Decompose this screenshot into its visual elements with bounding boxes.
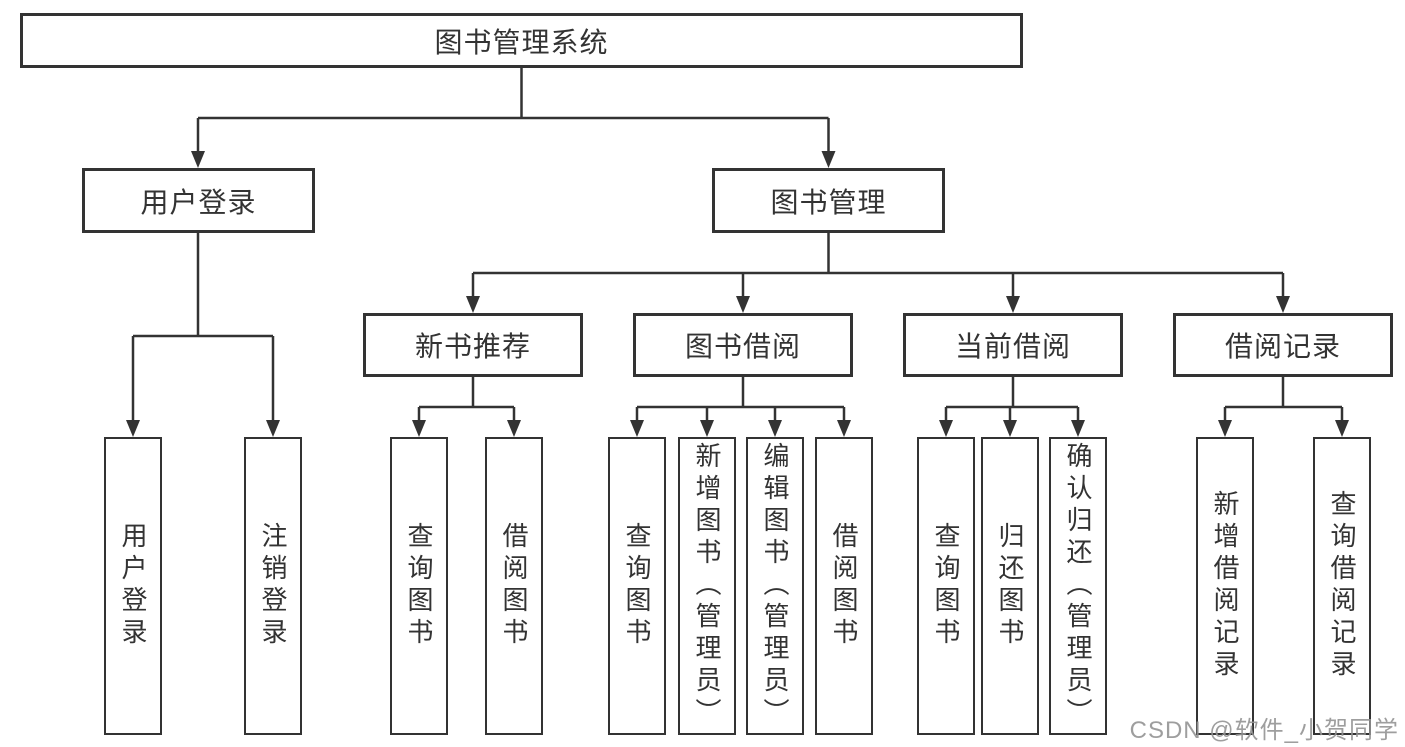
leaf-borrow-borrow-books: 借阅图书	[815, 437, 873, 735]
node-new-book-recommend: 新书推荐	[363, 313, 583, 377]
node-label: 图书管理系统	[434, 26, 609, 58]
node-label: 用户登录	[140, 186, 257, 218]
arrowhead-down-icons	[126, 151, 1349, 437]
leaf-label: 查询图书	[931, 522, 961, 650]
leaf-user-login: 用户登录	[104, 437, 162, 735]
csdn-watermark: CSDN @软件_小贺同学	[1129, 717, 1399, 744]
leaf-label: 查询借阅记录	[1327, 490, 1357, 682]
leaf-current-return-books: 归还图书	[981, 437, 1039, 735]
node-book-borrow: 图书借阅	[633, 313, 853, 377]
leaf-label: 查询图书	[404, 522, 434, 650]
leaf-newbook-query-books: 查询图书	[390, 437, 448, 735]
node-book-management: 图书管理	[712, 168, 945, 233]
node-user-login: 用户登录	[82, 168, 315, 233]
leaf-label: 确认归还（管理员）	[1063, 442, 1093, 730]
leaf-label: 借阅图书	[499, 522, 529, 650]
leaf-current-confirm-return-admin: 确认归还（管理员）	[1049, 437, 1107, 735]
leaf-records-query-record: 查询借阅记录	[1313, 437, 1371, 735]
node-label: 新书推荐	[414, 331, 531, 362]
leaf-label: 注销登录	[258, 522, 288, 650]
node-label: 当前借阅	[954, 331, 1071, 362]
leaf-label: 借阅图书	[829, 522, 859, 650]
node-label: 图书管理	[770, 186, 887, 218]
leaf-label: 编辑图书（管理员）	[760, 442, 790, 730]
leaf-label: 用户登录	[118, 522, 148, 650]
leaf-logout: 注销登录	[244, 437, 302, 735]
leaf-label: 新增借阅记录	[1210, 490, 1240, 682]
node-label: 图书借阅	[684, 331, 801, 362]
leaf-current-query-books: 查询图书	[917, 437, 975, 735]
leaf-borrow-query-books: 查询图书	[608, 437, 666, 735]
node-label: 借阅记录	[1224, 331, 1341, 362]
node-borrow-records: 借阅记录	[1173, 313, 1393, 377]
leaf-label: 查询图书	[622, 522, 652, 650]
leaf-label: 新增图书（管理员）	[692, 442, 722, 730]
leaf-label: 归还图书	[995, 522, 1025, 650]
node-root-system: 图书管理系统	[20, 13, 1023, 68]
leaf-records-add-record: 新增借阅记录	[1196, 437, 1254, 735]
node-current-borrow: 当前借阅	[903, 313, 1123, 377]
leaf-newbook-borrow-books: 借阅图书	[485, 437, 543, 735]
leaf-borrow-add-books-admin: 新增图书（管理员）	[678, 437, 736, 735]
leaf-borrow-edit-books-admin: 编辑图书（管理员）	[746, 437, 804, 735]
